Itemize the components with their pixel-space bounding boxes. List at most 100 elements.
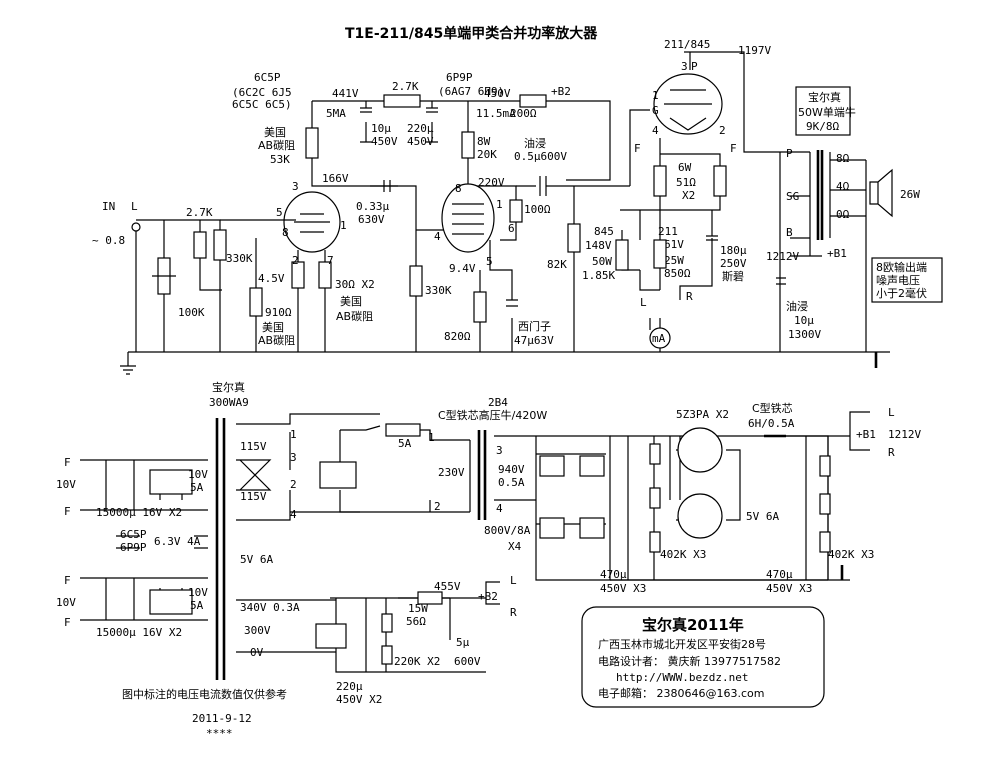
svg-text:L: L: [131, 200, 138, 213]
noise-note-2: 噪声电压: [876, 273, 920, 287]
diagram-title: T1E-211/845单端甲类合并功率放大器: [345, 25, 598, 42]
amp-labels: IN L ~ 0.8 2.7K 100K 330K 6C5P (6C2C 6J5…: [92, 38, 920, 347]
svg-text:450V: 450V: [484, 87, 511, 100]
svg-text:3: 3: [681, 60, 688, 73]
svg-text:450V X2: 450V X2: [336, 693, 382, 706]
svg-text:L: L: [510, 574, 517, 587]
svg-text:P: P: [691, 60, 698, 73]
psu-components: [149, 423, 831, 665]
rectifier-tube-2-icon: [677, 493, 723, 539]
psu-wiring: [80, 411, 870, 680]
svg-text:6P9P: 6P9P: [446, 71, 473, 84]
svg-text:5Z3PA X2: 5Z3PA X2: [676, 408, 729, 421]
svg-text:+B2: +B2: [478, 590, 498, 603]
svg-text:455V: 455V: [434, 580, 461, 593]
svg-text:330K: 330K: [226, 252, 253, 265]
bridge-b2: [315, 623, 347, 649]
svg-text:2.7K: 2.7K: [392, 80, 419, 93]
svg-text:15W: 15W: [408, 602, 428, 615]
svg-text:50W: 50W: [592, 255, 612, 268]
svg-text:0.5A: 0.5A: [498, 476, 525, 489]
milliammeter-icon: [649, 327, 671, 349]
resistor-51-a: [653, 165, 667, 197]
svg-text:1197V: 1197V: [738, 44, 771, 57]
svg-text:230V: 230V: [438, 466, 465, 479]
svg-text:SG: SG: [786, 190, 799, 203]
ot-impedance: 9K/8Ω: [806, 120, 839, 133]
ot-brand: 宝尔真: [808, 90, 841, 104]
svg-text:26W: 26W: [900, 188, 920, 201]
svg-text:1212V: 1212V: [766, 250, 799, 263]
svg-text:油浸: 油浸: [524, 136, 546, 150]
input-jack-icon[interactable]: [131, 222, 141, 232]
svg-text:630V: 630V: [358, 213, 385, 226]
svg-text:470μ: 470μ: [766, 568, 793, 581]
svg-text:600V: 600V: [454, 655, 481, 668]
svg-text:300WA9: 300WA9: [209, 396, 249, 409]
svg-text:845: 845: [594, 225, 614, 238]
svg-text:1212V: 1212V: [888, 428, 921, 441]
svg-text:2: 2: [292, 254, 299, 267]
svg-text:8: 8: [282, 226, 289, 239]
svg-text:940V: 940V: [498, 463, 525, 476]
svg-text:3: 3: [496, 444, 503, 457]
resistor-820: [473, 291, 487, 323]
svg-text:AB碳阻: AB碳阻: [258, 333, 295, 347]
svg-text:850Ω: 850Ω: [664, 267, 691, 280]
svg-text:1300V: 1300V: [788, 328, 821, 341]
svg-text:R: R: [510, 606, 517, 619]
svg-text:R: R: [686, 290, 693, 303]
resistor-53k: [305, 127, 319, 159]
speaker-icon: [869, 168, 893, 218]
svg-text:10V: 10V: [56, 596, 76, 609]
resistor-211-bias: [653, 239, 667, 269]
svg-text:1.85K: 1.85K: [582, 269, 615, 282]
resistor-330k-input: [213, 229, 227, 261]
svg-text:5A: 5A: [398, 437, 412, 450]
bridge-ht-1: [539, 455, 565, 477]
stars-label: ****: [206, 727, 233, 740]
credit-box: [581, 606, 825, 708]
svg-text:0.5μ600V: 0.5μ600V: [514, 150, 567, 163]
rectifier-tube-1-icon: [677, 427, 723, 473]
svg-text:5V 6A: 5V 6A: [240, 553, 273, 566]
svg-text:2: 2: [719, 124, 726, 137]
svg-text:11.5mA: 11.5mA: [476, 107, 516, 120]
svg-text:51Ω: 51Ω: [676, 176, 696, 189]
credit-designer: 电路设计者： 黄庆新 13977517582: [598, 654, 781, 668]
svg-text:5A: 5A: [190, 481, 204, 494]
svg-text:X4: X4: [508, 540, 522, 553]
svg-text:220μ: 220μ: [336, 680, 363, 693]
svg-text:250V: 250V: [720, 257, 747, 270]
svg-text:6C5C 6C5): 6C5C 6C5): [232, 98, 292, 111]
svg-text:1: 1: [340, 219, 347, 232]
svg-text:10μ: 10μ: [794, 314, 814, 327]
svg-text:180μ: 180μ: [720, 244, 747, 257]
svg-text:200Ω: 200Ω: [510, 107, 537, 120]
svg-text:宝尔真: 宝尔真: [212, 380, 245, 394]
resistor-100: [509, 199, 523, 223]
svg-text:3: 3: [290, 451, 297, 464]
svg-text:6P9P: 6P9P: [120, 541, 147, 554]
resistor-330k-grid: [409, 265, 423, 297]
svg-text:6C5P: 6C5P: [120, 528, 147, 541]
svg-text:470μ: 470μ: [600, 568, 627, 581]
svg-text:2: 2: [434, 500, 441, 513]
svg-text:450V X3: 450V X3: [600, 582, 646, 595]
svg-text:100Ω: 100Ω: [524, 203, 551, 216]
svg-text:56Ω: 56Ω: [406, 615, 426, 628]
svg-text:F: F: [730, 142, 737, 155]
resistor-51-b: [713, 165, 727, 197]
mains-socket-icon: [319, 461, 357, 489]
noise-note-3: 小于2毫伏: [876, 286, 927, 300]
svg-text:C型铁芯高压牛/420W: C型铁芯高压牛/420W: [438, 408, 547, 422]
svg-text:5MA: 5MA: [326, 107, 346, 120]
svg-text:4: 4: [652, 124, 659, 137]
psu-labels: 宝尔真 300WA9 F 10V F 15000μ 16V X2 10V 5A …: [56, 380, 921, 706]
svg-text:220V: 220V: [478, 176, 505, 189]
svg-text:C型铁芯: C型铁芯: [752, 401, 793, 415]
svg-text:220μ: 220μ: [407, 122, 434, 135]
svg-text:6H/0.5A: 6H/0.5A: [748, 417, 795, 430]
